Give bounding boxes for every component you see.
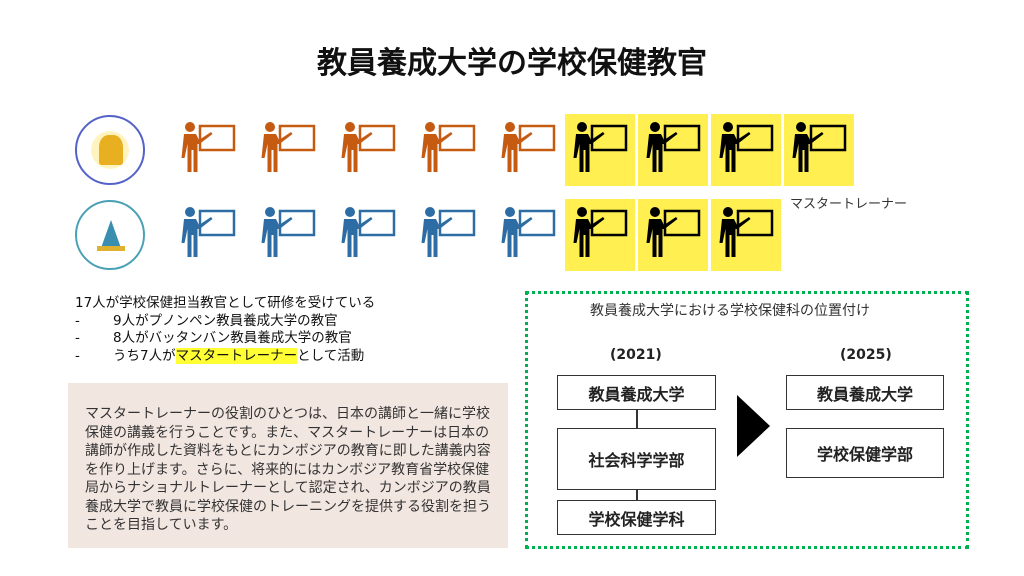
teacher-icon bbox=[493, 199, 563, 271]
highlighted-text: マスタートレーナー bbox=[175, 347, 298, 364]
org-position-panel bbox=[525, 291, 969, 549]
master-trainer-teacher-icon bbox=[711, 114, 781, 186]
master-trainer-teacher-icon bbox=[711, 199, 781, 271]
master-trainer-teacher-icon bbox=[784, 114, 854, 186]
org-heading: 教員養成大学における学校保健科の位置付け bbox=[590, 303, 870, 319]
year-after: (2025) bbox=[840, 347, 892, 363]
teacher-icon bbox=[253, 199, 323, 271]
list-item: -8人がバッタンバン教員養成大学の教官 bbox=[75, 330, 352, 346]
connector-line bbox=[636, 410, 638, 428]
teacher-icon bbox=[173, 199, 243, 271]
trainee-summary: 17人が学校保健担当教官として研修を受けている -9人がプノンペン教員養成大学の… bbox=[75, 295, 375, 365]
org-box-after-2: 学校保健学部 bbox=[786, 428, 944, 478]
teacher-icon bbox=[333, 114, 403, 186]
teacher-icon bbox=[493, 114, 563, 186]
teacher-icon bbox=[253, 114, 323, 186]
year-before: (2021) bbox=[610, 347, 662, 363]
teacher-icon bbox=[413, 114, 483, 186]
org-box-before-2: 社会科学学部 bbox=[557, 428, 716, 490]
teacher-icon bbox=[173, 114, 243, 186]
connector-line bbox=[636, 490, 638, 500]
master-trainer-teacher-icon bbox=[638, 199, 708, 271]
org-box-before-1: 教員養成大学 bbox=[557, 375, 716, 410]
list-item: -うち7人がマスタートレーナーとして活動 bbox=[75, 347, 365, 364]
master-trainer-teacher-icon bbox=[565, 199, 635, 271]
arrow-right-icon bbox=[737, 395, 770, 457]
battambang-tec-logo bbox=[75, 200, 145, 270]
org-box-after-1: 教員養成大学 bbox=[786, 375, 944, 410]
master-trainer-teacher-icon bbox=[638, 114, 708, 186]
master-trainer-label: マスタートレーナー bbox=[790, 197, 908, 212]
slide-title: 教員養成大学の学校保健教官 bbox=[317, 46, 707, 81]
summary-heading: 17人が学校保健担当教官として研修を受けている bbox=[75, 295, 376, 311]
list-item: -9人がプノンペン教員養成大学の教官 bbox=[75, 312, 338, 329]
master-trainer-teacher-icon bbox=[565, 114, 635, 186]
description-box: マスタートレーナーの役割のひとつは、日本の講師と一緒に学校保健の講義を行うことで… bbox=[68, 383, 508, 548]
phnom-penh-tec-logo bbox=[75, 115, 145, 185]
org-box-before-3: 学校保健学科 bbox=[557, 500, 716, 535]
teacher-icon bbox=[413, 199, 483, 271]
teacher-icon bbox=[333, 199, 403, 271]
